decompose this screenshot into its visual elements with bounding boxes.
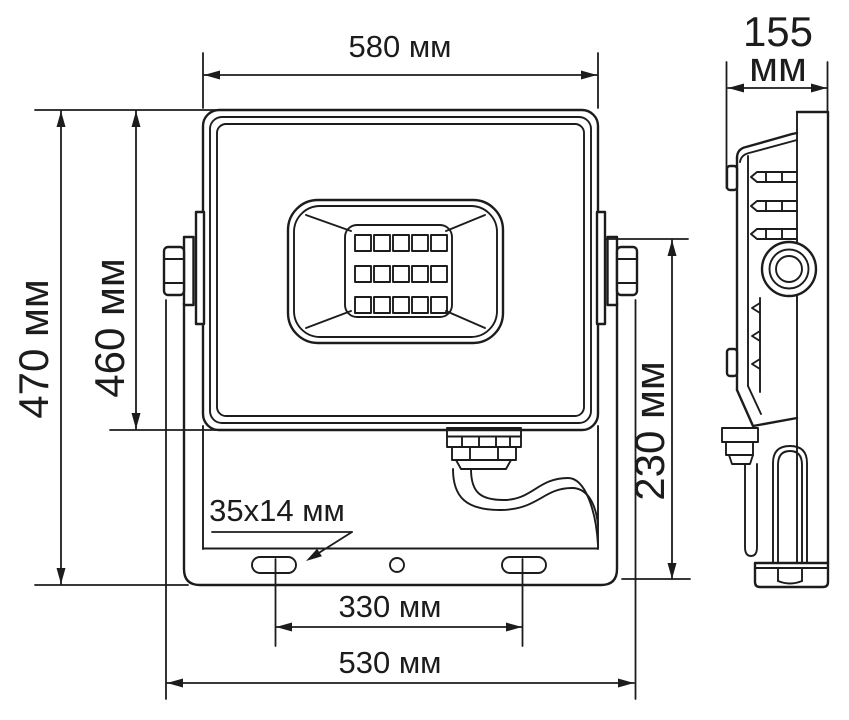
pivot-bolt-right [595, 210, 639, 326]
bracket-outer-edge [182, 301, 619, 587]
side-tab-top [725, 164, 739, 192]
side-bracket-arm [795, 110, 830, 565]
bolt-washer-plate [194, 210, 206, 326]
dim-label-width-top: 580 мм [349, 29, 452, 64]
bolt-washer-plate [595, 210, 607, 326]
dimension-height-460: 460 мм [86, 110, 219, 431]
dimension-bracket-width-530: 530 мм [165, 299, 637, 700]
led-chip-grid [354, 234, 448, 314]
side-bracket-foot [753, 445, 830, 589]
dimension-slot-spacing-330: 330 мм [274, 558, 524, 647]
heatsink-fins [750, 171, 798, 240]
dim-label-bracket-height: 230 мм [626, 361, 673, 501]
dimension-depth-155: 155 мм [725, 8, 829, 189]
front-view [162, 108, 639, 587]
floodlight-body [201, 108, 600, 432]
bolt-washer [182, 235, 195, 307]
bolt-washer [606, 235, 619, 307]
dimension-slot-callout: 35x14 мм [209, 493, 353, 561]
side-cable-gland [721, 427, 759, 557]
led-bezel-inner [293, 205, 498, 338]
mounting-hole-center [389, 557, 405, 573]
body-outline-outer [201, 108, 600, 432]
dimension-width-580: 580 мм [202, 29, 599, 109]
dim-label-slot-size: 35x14 мм [209, 493, 345, 528]
reflector-corner-lines [305, 214, 486, 329]
body-outline-inner [216, 123, 585, 417]
mounting-slot-left [251, 556, 297, 574]
dim-label-height-total: 470 мм [10, 279, 57, 419]
dim-label-depth-value: 155 [743, 8, 813, 55]
side-tab-bottom [725, 347, 739, 378]
dim-label-height-body: 460 мм [86, 258, 133, 398]
dim-label-depth-unit: мм [749, 43, 807, 90]
bolt-hex-head [162, 245, 186, 297]
lower-fins [751, 297, 761, 393]
pivot-bolt-left [162, 210, 206, 326]
cable-gland [446, 427, 522, 470]
led-panel [286, 198, 505, 345]
power-cord [452, 468, 599, 546]
mounting-slot-right [501, 556, 547, 574]
dim-label-slot-spacing: 330 мм [339, 589, 442, 624]
pivot-knob [760, 240, 818, 298]
side-body-profile [725, 131, 799, 428]
bracket-slot-inner [777, 450, 803, 564]
led-bezel-outer [286, 198, 505, 345]
dimension-bracket-230: 230 мм [605, 238, 691, 580]
dimension-height-470: 470 мм [10, 109, 218, 586]
led-plate [344, 224, 453, 318]
body-outline-middle [209, 116, 592, 424]
side-cord [744, 463, 758, 557]
bracket-slot-outer [772, 445, 808, 564]
dim-label-bracket-width: 530 мм [339, 645, 442, 680]
side-view [721, 110, 830, 589]
bolt-hex-head [615, 245, 639, 297]
mounting-bracket [182, 301, 619, 587]
